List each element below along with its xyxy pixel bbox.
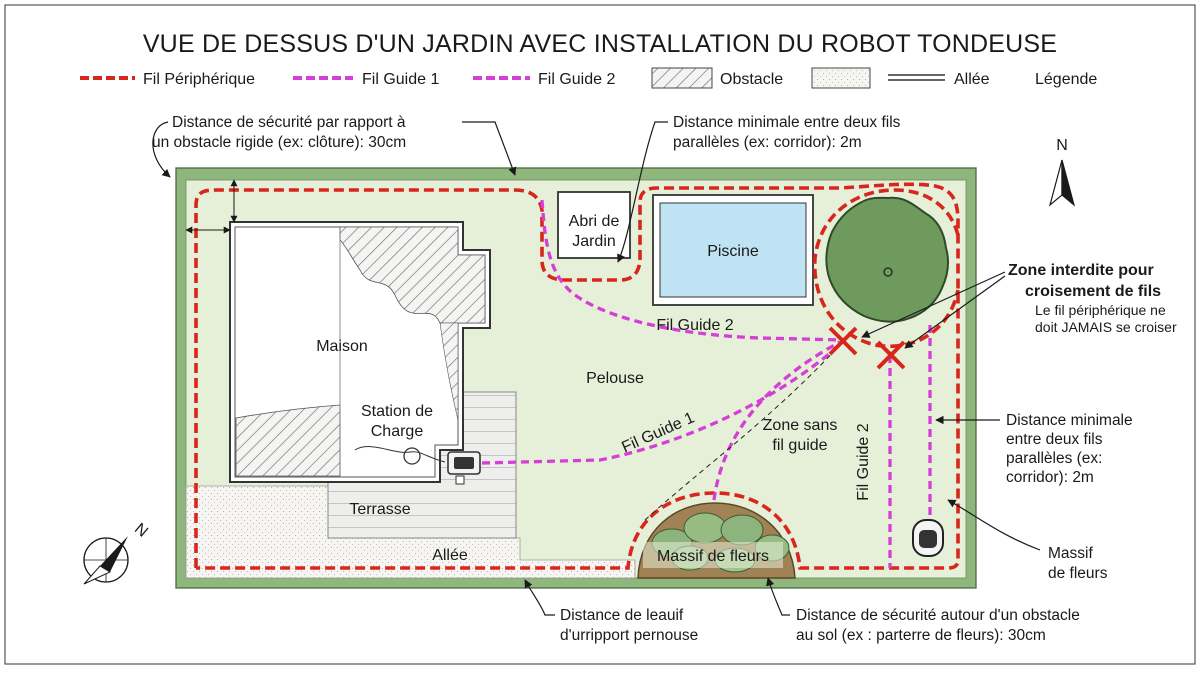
annotation-safety-rigid-arrow [152, 121, 171, 178]
abri-de-jardin [557, 191, 631, 259]
annotation-forbidden-line2: croisement de fils [1025, 283, 1161, 300]
pelouse-label: Pelouse [586, 370, 644, 387]
legend-perimeter-label: Fil Périphérique [143, 71, 255, 88]
legend-obstacle-swatch [651, 67, 713, 89]
annotation-forbidden-arrow-2 [904, 275, 1006, 349]
maison [229, 221, 491, 483]
massif-label-bg [643, 542, 783, 568]
zone-sans-label-line1: Zone sans [763, 417, 838, 434]
zone-sans-fil-boundary [644, 344, 841, 521]
terrasse-label: Terrasse [349, 501, 410, 518]
annotation-forbidden-note1: Le fil périphérique ne [1035, 302, 1166, 318]
legend-guide2-label: Fil Guide 2 [538, 71, 615, 88]
annotation-forbidden-line1: Zone interdite pour [1008, 262, 1154, 279]
annotation-min-parallel-right-line3: parallèles (ex: [1006, 450, 1103, 467]
annotation-forbidden-arrow-1 [861, 271, 1006, 338]
annotation-safety-rigid-arrow-right [462, 121, 517, 176]
annotation-forbidden-note2: doit JAMAIS se croiser [1035, 319, 1177, 335]
annotation-min-parallel-right-line1: Distance minimale [1006, 412, 1133, 429]
abri-label-line1: Abri de [569, 213, 620, 230]
legend-surface-swatch [811, 67, 871, 89]
page-title: VUE DE DESSUS D'UN JARDIN AVEC INSTALLAT… [143, 30, 1057, 58]
north-label: N [1056, 137, 1068, 154]
tree [825, 196, 950, 323]
guide-wire-massif [712, 340, 841, 501]
compass-icon [83, 536, 129, 585]
annotation-massif-right-line1: Massif [1048, 545, 1093, 562]
legend-guide1-label: Fil Guide 1 [362, 71, 439, 88]
annotation-safety-rigid-line1: Distance de sécurité par rapport à [172, 114, 406, 131]
zone-sans-label-line2: fil guide [772, 437, 827, 454]
massif-label: Massif de fleurs [657, 548, 769, 565]
annotation-massif-right-arrow [947, 499, 1041, 551]
legend: Fil Périphérique Fil Guide 1 Fil Guide 2… [80, 67, 1097, 89]
annotation-bottom-right-line2: au sol (ex : parterre de fleurs): 30cm [796, 627, 1046, 644]
allee-label: Allée [432, 547, 468, 564]
forbidden-cross-2 [876, 340, 906, 370]
annotation-safety-rigid-line2: un obstacle rigide (ex: clôture): 30cm [152, 134, 406, 151]
maison-label: Maison [316, 338, 368, 355]
legend-allee-label: Allée [954, 71, 990, 88]
station-label-line2: Charge [371, 423, 424, 440]
annotation-bottom-right-line1: Distance de sécurité autour d'un obstacl… [796, 607, 1080, 624]
guide-wire-2-top [540, 199, 844, 342]
piscine-water [659, 202, 807, 298]
robot-mower [912, 519, 944, 557]
annotation-bottom-left-line1: Distance de leauif [560, 607, 684, 624]
legend-obstacle-label: Obstacle [720, 71, 783, 88]
annotation-massif-right-line2: de fleurs [1048, 565, 1108, 582]
charging-station [354, 446, 481, 485]
fil-guide-2-vertical-label: Fil Guide 2 [855, 423, 872, 500]
forbidden-cross-1 [828, 326, 858, 356]
annotation-bottom-left-line2: d'urripport pernouse [560, 627, 698, 644]
annotation-bottom-right-arrow [766, 577, 790, 616]
annotation-min-parallel-top-line1: Distance minimale entre deux fils [673, 114, 901, 131]
piscine-label: Piscine [707, 243, 759, 260]
perimeter-wire [194, 182, 960, 570]
station-label-line1: Station de [361, 403, 433, 420]
annotation-min-parallel-right-line4: corridor): 2m [1006, 469, 1094, 486]
annotation-bottom-left-arrow [524, 579, 555, 616]
fil-guide-2-top-label: Fil Guide 2 [656, 317, 733, 334]
annotation-min-parallel-top-arrow [617, 121, 668, 263]
legend-title: Légende [1035, 71, 1097, 88]
dimension-safety-marks [185, 179, 238, 234]
annotation-min-parallel-right-line2: entre deux fils [1006, 431, 1103, 448]
north-arrow-icon [1048, 159, 1076, 207]
annotation-min-parallel-top-line2: parallèles (ex: corridor): 2m [673, 134, 862, 151]
abri-label-line2: Jardin [572, 233, 616, 250]
